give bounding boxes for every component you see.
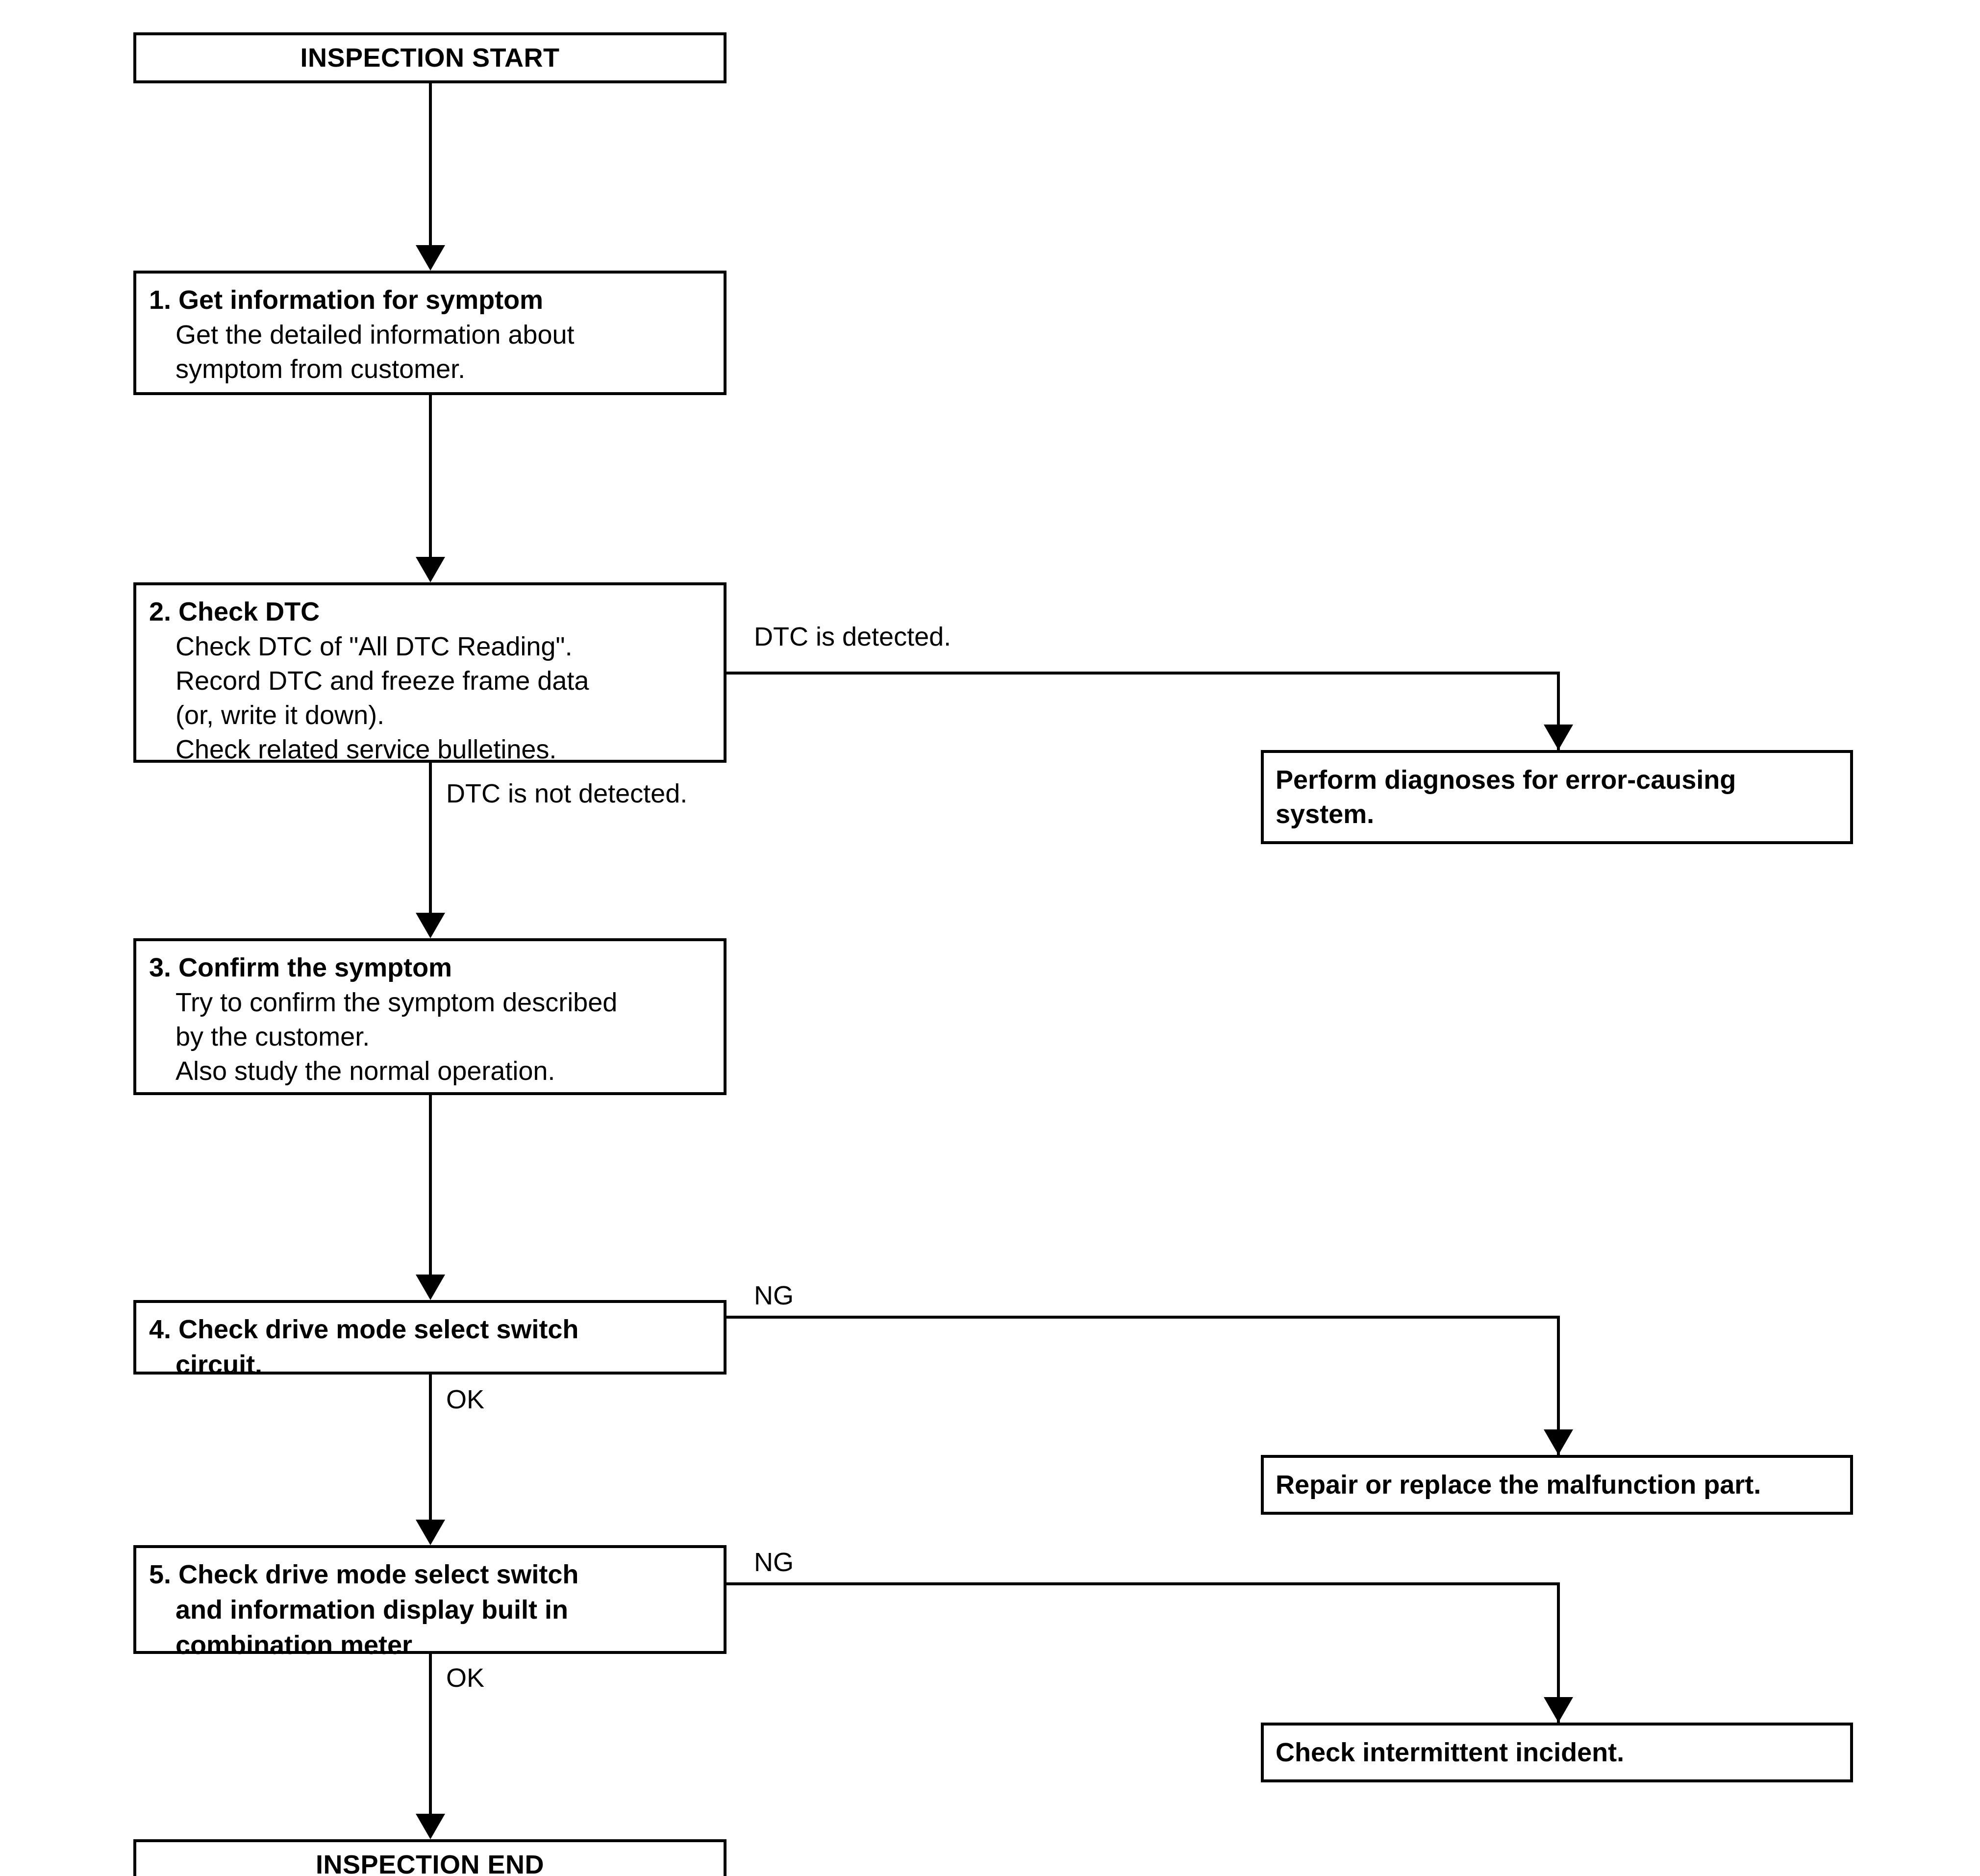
node-step-5: 5. Check drive mode select switch and in… — [133, 1545, 727, 1660]
edge-label-step5-ok: OK — [446, 1663, 485, 1693]
step-2-line-2: Record DTC and freeze frame data — [175, 666, 589, 696]
inspection-start-label: INSPECTION START — [300, 43, 560, 73]
perform-diagnoses-line-1: Perform diagnoses for error-causing — [1276, 765, 1736, 795]
connector-step2-dtc-detected-vertical — [1557, 672, 1560, 753]
node-step-2: 2. Check DTC Check DTC of "All DTC Readi… — [133, 582, 727, 764]
arrowhead-step2-to-step3 — [416, 913, 445, 938]
arrowhead-start-to-step1 — [416, 245, 445, 271]
step-2-line-1: Check DTC of "All DTC Reading". — [175, 632, 573, 661]
step-3-title: 3. Confirm the symptom — [149, 953, 452, 982]
node-inspection-start: INSPECTION START — [133, 32, 727, 83]
step-1-line-1: Get the detailed information about — [175, 320, 575, 350]
arrowhead-step1-to-step2 — [416, 557, 445, 582]
arrowhead-step4-to-step5 — [416, 1520, 445, 1545]
connector-step4-to-step5 — [429, 1375, 432, 1526]
node-repair-or-replace: Repair or replace the malfunction part. — [1261, 1455, 1853, 1515]
step-5-title-line-3: combination meter — [175, 1630, 413, 1660]
perform-diagnoses-line-2: system. — [1276, 800, 1375, 829]
connector-step1-to-step2 — [429, 395, 432, 564]
step-4-title-line-2: circuit. — [175, 1350, 263, 1379]
node-check-intermittent-incident: Check intermittent incident. — [1261, 1723, 1853, 1782]
repair-or-replace-line-1: Repair or replace the malfunction part. — [1276, 1470, 1761, 1500]
arrowhead-step2-to-diagnoses — [1544, 725, 1573, 750]
connector-step4-ng-vertical — [1557, 1316, 1560, 1458]
arrowhead-step3-to-step4 — [416, 1275, 445, 1300]
edge-label-dtc-not-detected: DTC is not detected. — [446, 779, 688, 808]
arrowhead-step4-to-repair — [1544, 1429, 1573, 1455]
step-1-line-2: symptom from customer. — [175, 354, 466, 384]
arrowhead-step5-to-intermittent — [1544, 1697, 1573, 1723]
edge-label-step5-ng: NG — [754, 1548, 794, 1577]
connector-step2-to-step3 — [429, 763, 432, 920]
connector-step4-ng-horizontal — [727, 1316, 1560, 1319]
step-1-title: 1. Get information for symptom — [149, 285, 544, 315]
node-step-1: 1. Get information for symptom Get the d… — [133, 271, 727, 395]
node-perform-diagnoses: Perform diagnoses for error-causing syst… — [1261, 750, 1853, 844]
step-3-line-3: Also study the normal operation. — [175, 1056, 555, 1086]
node-step-4: 4. Check drive mode select switch circui… — [133, 1300, 727, 1379]
node-inspection-end: INSPECTION END — [133, 1839, 727, 1876]
edge-label-dtc-detected: DTC is detected. — [754, 622, 952, 651]
step-2-title: 2. Check DTC — [149, 597, 320, 626]
step-3-line-1: Try to confirm the symptom described — [175, 988, 618, 1017]
inspection-end-label: INSPECTION END — [315, 1850, 545, 1876]
check-intermittent-incident-line-1: Check intermittent incident. — [1276, 1738, 1625, 1767]
connector-step5-ng-horizontal — [727, 1582, 1560, 1585]
connector-step3-to-step4 — [429, 1095, 432, 1281]
step-3-line-2: by the customer. — [175, 1022, 370, 1051]
connector-step5-ng-vertical — [1557, 1582, 1560, 1725]
connector-step5-to-end — [429, 1654, 432, 1821]
edge-label-step4-ng: NG — [754, 1281, 794, 1310]
connector-step2-dtc-detected-horizontal — [727, 672, 1560, 675]
edge-label-step4-ok: OK — [446, 1385, 485, 1414]
step-5-title-line-1: 5. Check drive mode select switch — [149, 1560, 579, 1589]
connector-start-to-step1 — [429, 83, 432, 252]
step-5-title-line-2: and information display built in — [175, 1595, 569, 1625]
step-2-line-4: Check related service bulletines. — [175, 735, 557, 764]
arrowhead-step5-to-end — [416, 1814, 445, 1839]
step-2-line-3: (or, write it down). — [175, 700, 385, 730]
node-step-3: 3. Confirm the symptom Try to confirm th… — [133, 938, 727, 1095]
step-4-title-line-1: 4. Check drive mode select switch — [149, 1315, 579, 1344]
